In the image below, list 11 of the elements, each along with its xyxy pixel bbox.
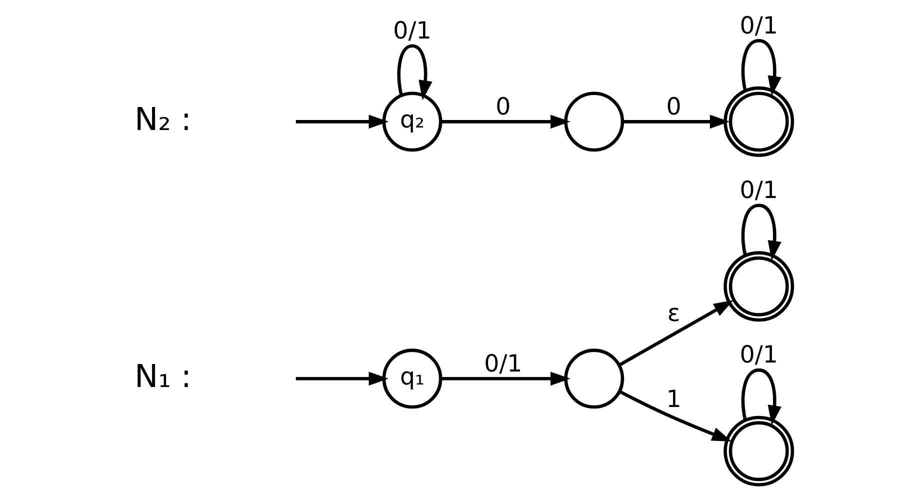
edge-label: 1: [666, 384, 682, 412]
label: N₁ :: [134, 358, 192, 394]
edge-label: 0/1: [740, 10, 778, 39]
label: N₂ :: [134, 101, 192, 138]
edge-label: 0/1: [484, 348, 522, 377]
edge-label: 0: [496, 92, 511, 120]
edge-label: 0/1: [393, 16, 432, 44]
edge-label: 0/1: [740, 340, 778, 368]
edge-label: 0: [666, 92, 682, 120]
edge-label: ε: [667, 298, 680, 327]
edge-label: 0/1: [740, 175, 778, 204]
